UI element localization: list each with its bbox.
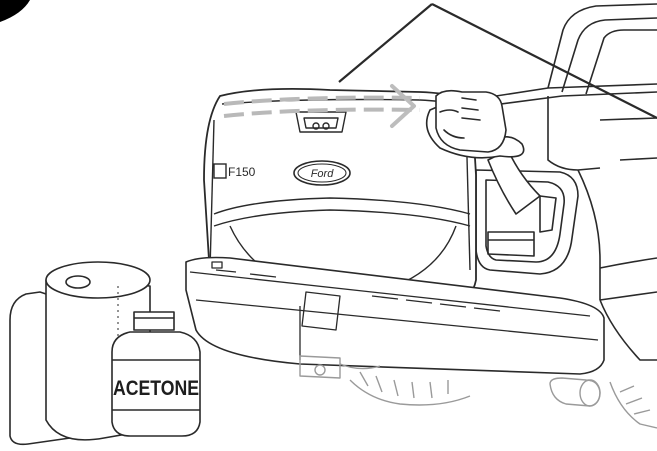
bottle-label: ACETONE <box>113 377 199 400</box>
svg-text:Ford: Ford <box>311 168 335 180</box>
svg-text:F150: F150 <box>228 165 256 179</box>
corner-marker <box>0 0 30 22</box>
ford-emblem: Ford <box>294 161 350 185</box>
